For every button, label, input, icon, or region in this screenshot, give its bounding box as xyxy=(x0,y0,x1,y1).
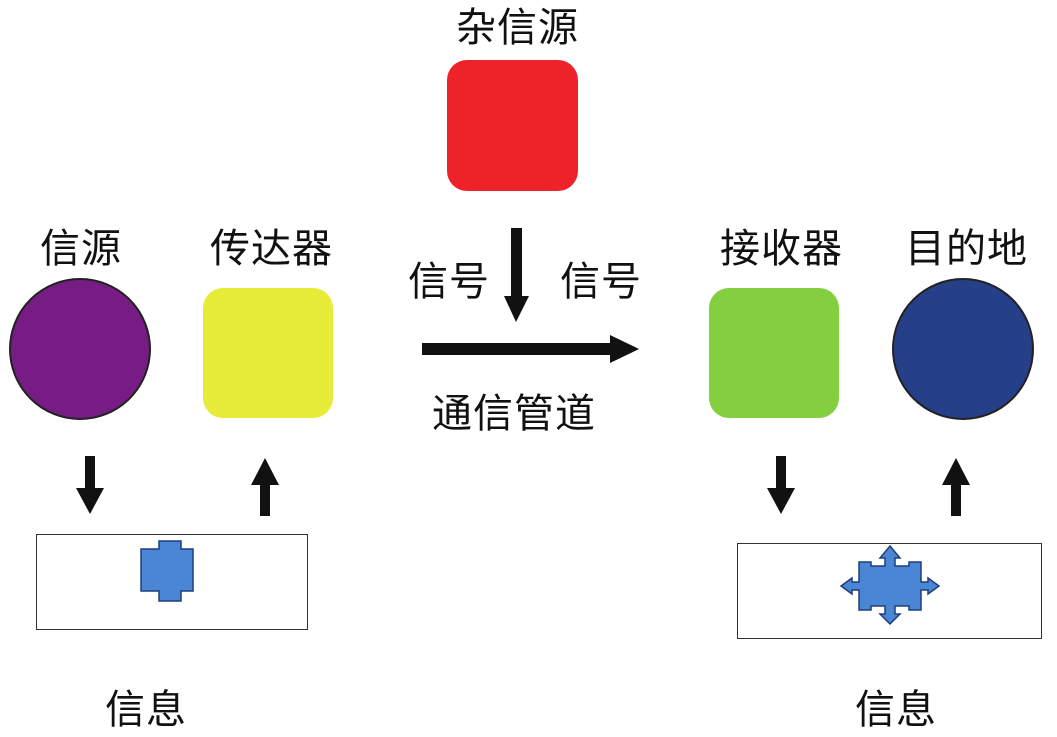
receiver-label: 接收器 xyxy=(720,226,843,272)
signal-label-right: 信号 xyxy=(560,259,642,305)
message-box-right xyxy=(737,543,1042,639)
signal-label-left: 信号 xyxy=(408,259,490,305)
info-source-label: 信源 xyxy=(40,226,122,272)
destination-label: 目的地 xyxy=(905,226,1028,272)
noise-source-node xyxy=(447,60,578,191)
cross-block-shape xyxy=(140,540,194,602)
channel-right-arrow xyxy=(422,335,639,363)
transmitter-node xyxy=(203,288,333,418)
destination-node xyxy=(892,278,1034,420)
message-label-left: 信息 xyxy=(105,687,187,733)
info-source-down-arrow xyxy=(76,456,104,514)
info-source-node xyxy=(9,278,151,420)
channel-label: 通信管道 xyxy=(432,391,596,437)
message-box-left xyxy=(36,534,308,630)
four-way-arrow-icon xyxy=(839,544,941,626)
receiver-down-arrow xyxy=(767,456,795,514)
noise-down-arrow xyxy=(504,228,529,322)
cross-block-icon xyxy=(140,540,194,602)
receiver-node xyxy=(709,288,839,418)
transmitter-up-arrow xyxy=(251,458,279,516)
noise-source-label: 杂信源 xyxy=(456,5,579,51)
destination-up-arrow xyxy=(942,458,970,516)
transmitter-label: 传达器 xyxy=(210,226,333,272)
four-way-arrow-shape xyxy=(839,544,941,626)
message-label-right: 信息 xyxy=(855,687,937,733)
